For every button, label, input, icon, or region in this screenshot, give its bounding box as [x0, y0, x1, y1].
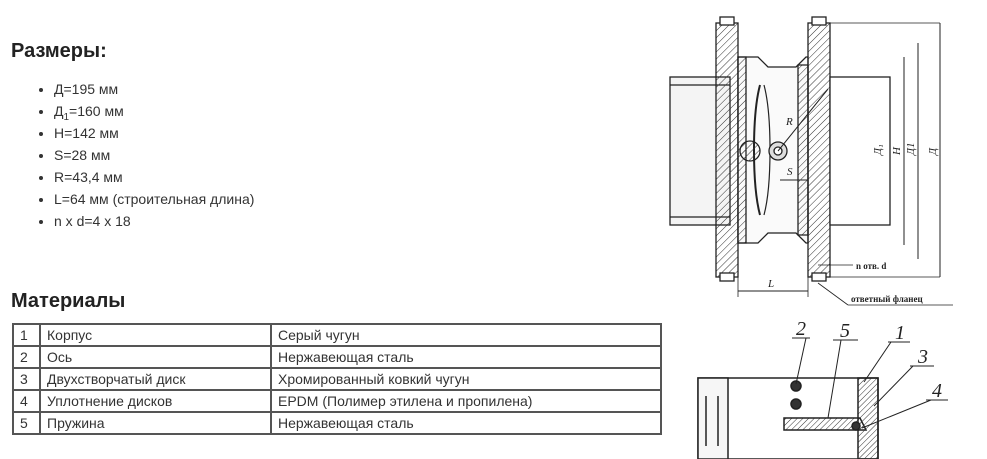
table-row: 1 Корпус Серый чугун — [12, 323, 662, 347]
dimension-item: n x d=4 x 18 — [54, 210, 254, 232]
row-number: 4 — [12, 389, 41, 413]
label-s: S — [787, 166, 793, 178]
valve-drawing: R S L Д₁ Н Д1 Д n отв. d ответный фланец — [669, 16, 953, 306]
row-number: 1 — [12, 323, 41, 347]
callout-1: 1 — [895, 322, 905, 344]
row-number: 2 — [12, 345, 41, 369]
materials-heading: Материалы — [11, 290, 126, 312]
label-l: L — [767, 278, 774, 290]
part-material: EPDM (Полимер этилена и пропилена) — [270, 389, 662, 413]
dimension-item: Д1=160 мм — [54, 100, 254, 122]
label-d1b: Д1 — [905, 143, 917, 157]
dimension-item: R=43,4 мм — [54, 166, 254, 188]
label-radius: R — [785, 116, 793, 128]
callout-3: 3 — [917, 346, 928, 368]
table-row: 4 Уплотнение дисков EPDM (Полимер этилен… — [12, 389, 662, 413]
materials-table: 1 Корпус Серый чугун 2 Ось Нержавеющая с… — [12, 323, 662, 435]
callout-4: 4 — [932, 380, 942, 402]
part-name: Уплотнение дисков — [39, 389, 272, 413]
callout-5: 5 — [840, 320, 850, 342]
part-material: Хромированный ковкий чугун — [270, 367, 662, 391]
label-d1: Д₁ — [872, 144, 884, 156]
part-name: Ось — [39, 345, 272, 369]
callout-2: 2 — [796, 318, 806, 340]
part-material: Серый чугун — [270, 323, 662, 347]
row-number: 3 — [12, 367, 41, 391]
section-drawing: 2 5 1 3 4 — [697, 318, 948, 459]
part-material: Нержавеющая сталь — [270, 411, 662, 435]
part-material: Нержавеющая сталь — [270, 345, 662, 369]
table-row: 5 Пружина Нержавеющая сталь — [12, 411, 662, 435]
dimension-item: Д=195 мм — [54, 78, 254, 100]
dimension-item: S=28 мм — [54, 144, 254, 166]
dimension-item: H=142 мм — [54, 122, 254, 144]
sizes-heading: Размеры: — [11, 40, 107, 62]
dimensions-list: Д=195 мм Д1=160 мм H=142 мм S=28 мм R=43… — [36, 78, 254, 232]
label-flange: ответный фланец — [851, 294, 923, 304]
table-row: 3 Двухстворчатый диск Хромированный ковк… — [12, 367, 662, 391]
part-name: Двухстворчатый диск — [39, 367, 272, 391]
dimension-item: L=64 мм (строительная длина) — [54, 188, 254, 210]
table-row: 2 Ось Нержавеющая сталь — [12, 345, 662, 369]
label-d: Д — [927, 147, 939, 156]
label-h: Н — [891, 146, 903, 156]
row-number: 5 — [12, 411, 41, 435]
label-holes: n отв. d — [856, 261, 886, 271]
part-name: Пружина — [39, 411, 272, 435]
part-name: Корпус — [39, 323, 272, 347]
